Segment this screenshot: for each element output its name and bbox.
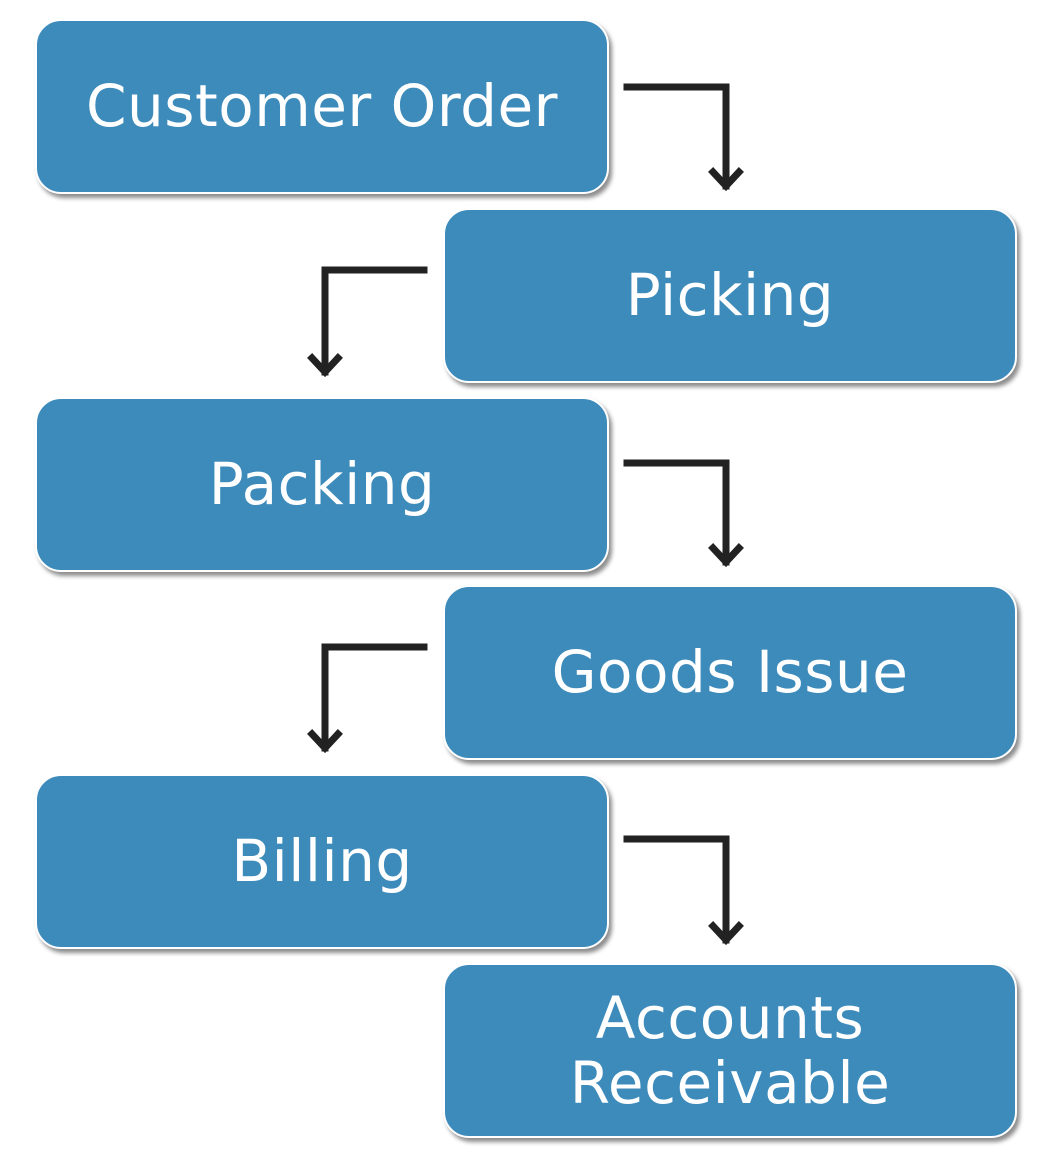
step-billing: Billing [35,774,609,949]
step-packing: Packing [35,397,609,572]
arrow-packing-to-goods-issue-icon [623,459,744,568]
arrow-billing-to-receivable-icon [623,835,744,946]
step-label: Customer Order [86,72,558,141]
step-picking: Picking [443,208,1017,383]
step-accounts-receivable: Accounts Receivable [443,963,1017,1138]
arrow-order-to-picking-icon [623,83,744,192]
step-label: Packing [208,450,436,519]
step-customer-order: Customer Order [35,19,609,194]
arrow-picking-to-packing-icon [307,266,428,378]
arrow-goods-issue-to-billing-icon [307,643,428,754]
step-label: Billing [231,827,413,896]
step-label: Picking [625,261,835,330]
step-label: Accounts Receivable [569,983,891,1117]
step-goods-issue: Goods Issue [443,585,1017,760]
step-label: Goods Issue [551,638,909,707]
